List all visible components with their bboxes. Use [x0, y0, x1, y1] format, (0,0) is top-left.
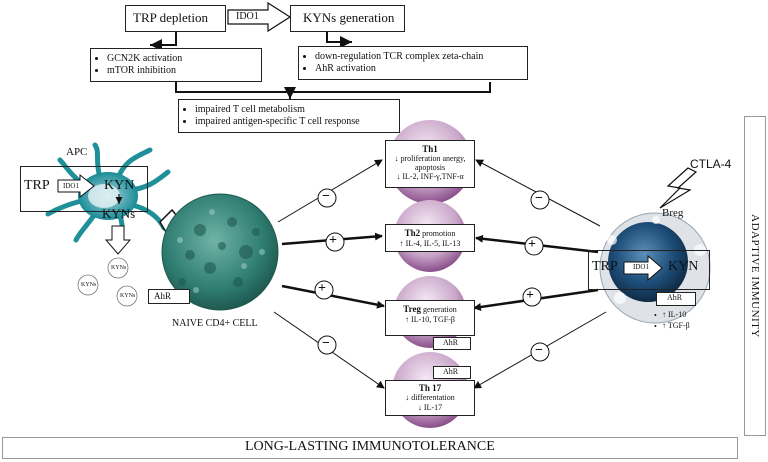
treg-suffix: generation — [420, 305, 457, 314]
th2-line-1: ↑ IL-4, IL-5, IL-13 — [399, 239, 461, 248]
sign-th1-right: − — [535, 191, 543, 206]
combined-effect-2: impaired antigen-specific T cell respons… — [195, 116, 399, 128]
th17-ahr-label: AhR — [443, 367, 459, 376]
combined-effects-box: impaired T cell metabolism impaired anti… — [178, 99, 400, 133]
sign-circle-th2-left — [325, 232, 345, 252]
breg-ahr-box — [656, 292, 696, 306]
sign-th2-right: + — [528, 237, 536, 252]
naive-ahr-label: AhR — [154, 291, 172, 301]
sign-circle-th2-right — [524, 236, 544, 256]
apc-box — [20, 166, 148, 212]
naive-ahr-box — [148, 289, 190, 304]
th17-line-1: ↓ differentation — [405, 393, 455, 402]
immunotolerance-banner — [2, 437, 738, 459]
th17-box: Th 17 ↓ differentation ↓ IL-17 — [385, 380, 475, 416]
th2-name: Th2 — [404, 228, 421, 238]
combined-effect-1: impaired T cell metabolism — [195, 104, 399, 116]
ctla4-label: CTLA-4 — [690, 157, 732, 171]
breg-trp-label: TRP — [592, 259, 618, 274]
sign-th17-left: − — [322, 336, 330, 351]
sign-treg-right: + — [526, 288, 534, 303]
kyns-particle-2 — [77, 274, 99, 296]
treg-box: Treg generation ↑ IL-10, TGF-β — [385, 300, 475, 336]
breg-kyn-label: KYN — [668, 259, 699, 274]
treg-name: Treg — [403, 304, 421, 314]
breg-cytokine-2: ↑ TGF-β — [662, 321, 690, 330]
naive-cell-label: NAIVE CD4+ CELL — [172, 318, 258, 329]
th1-line-2: apoptosis — [414, 163, 446, 172]
th17-line-2: ↓ IL-17 — [417, 403, 443, 412]
sign-th1-left: − — [322, 189, 330, 204]
ctla4-lightning — [659, 167, 698, 209]
adaptive-immunity-panel — [744, 116, 766, 436]
kyns-particle-1 — [107, 257, 129, 279]
apc-ido1-label: IDO1 — [63, 182, 79, 190]
th1-line-3: ↓ IL-2, INF-γ,TNF-α — [396, 172, 464, 181]
th1-name: Th1 — [422, 144, 438, 154]
sign-circle-th1-left — [317, 188, 337, 208]
sign-th17-right: − — [535, 343, 543, 358]
adaptive-immunity-label: ADAPTIVE IMMUNITY — [749, 214, 761, 338]
left-effect-2: mTOR inhibition — [107, 65, 261, 77]
th17-name: Th 17 — [418, 383, 442, 393]
apc-trp-label: TRP — [24, 178, 50, 193]
sign-treg-left: + — [318, 281, 326, 296]
ido1-top-arrow — [227, 1, 292, 33]
apc-label: APC — [66, 146, 88, 158]
breg-box — [588, 250, 710, 290]
treg-ahr-label: AhR — [443, 338, 459, 347]
breg-label: Breg — [662, 207, 684, 219]
kyns-generation-box — [290, 5, 405, 32]
breg-cytokine-bullets: •• — [654, 311, 657, 331]
naive-cd4-cell — [161, 193, 279, 311]
trp-depletion-box — [125, 5, 226, 32]
apc-kyns-label: KYNs — [102, 206, 136, 221]
sign-circle-treg-right — [522, 287, 542, 307]
top-flow-connectors — [150, 32, 491, 99]
th1-box: Th1 ↓ proliferation anergy, apoptosis ↓ … — [385, 140, 475, 188]
breg-ido1-arrow — [623, 254, 663, 282]
kyns-release-arrow — [104, 225, 132, 255]
breg-ido1-label: IDO1 — [633, 263, 649, 271]
right-effect-2: AhR activation — [315, 63, 527, 75]
kyns-particle-3-label: KYNs — [120, 293, 136, 299]
breg-cytokine-1: ↑ IL-10 — [662, 310, 687, 319]
th17-ahr-box — [433, 366, 471, 379]
treg-ahr-box — [433, 337, 471, 350]
breg-ahr-label: AhR — [667, 293, 683, 302]
apc-ido1-arrow — [57, 173, 95, 199]
treg-line-1: ↑ IL-10, TGF-β — [405, 315, 455, 324]
sign-th2-left: + — [329, 233, 337, 248]
sign-circle-th1-right — [530, 190, 550, 210]
apc-kyn-label: KYN — [104, 178, 135, 193]
th2-box: Th2 promotion ↑ IL-4, IL-5, IL-13 — [385, 224, 475, 252]
kyns-particle-2-label: KYNs — [81, 282, 97, 288]
sign-circle-treg-left — [314, 280, 334, 300]
ido1-top-label: IDO1 — [236, 11, 259, 22]
sign-circle-th17-left — [317, 335, 337, 355]
left-effect-1: GCN2K activation — [107, 53, 261, 65]
immunotolerance-label: LONG-LASTING IMMUNOTOLERANCE — [245, 439, 495, 454]
kyns-generation-label: KYNs generation — [303, 10, 395, 25]
right-effect-1: down-regulation TCR complex zeta-chain — [315, 51, 527, 63]
kyns-particle-1-label: KYNs — [111, 265, 127, 271]
th2-suffix: promotion — [420, 229, 456, 238]
left-effects-box: GCN2K activation mTOR inhibition — [90, 48, 262, 82]
th1-line-1: ↓ proliferation anergy, — [394, 154, 466, 163]
kyns-particle-3 — [116, 285, 138, 307]
sign-circle-th17-right — [530, 342, 550, 362]
trp-depletion-label: TRP depletion — [133, 10, 208, 25]
right-effects-box: down-regulation TCR complex zeta-chain A… — [298, 46, 528, 80]
